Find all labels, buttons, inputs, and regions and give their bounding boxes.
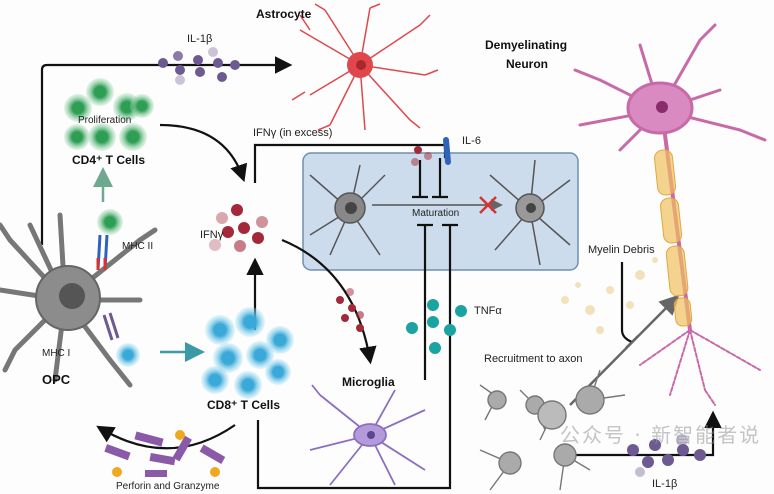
tnfa-label: TNFα — [474, 305, 502, 317]
recruitment-label: Recruitment to axon — [484, 353, 583, 365]
maturation-label: Maturation — [412, 208, 460, 219]
cd8-receptor-cell — [116, 343, 140, 367]
watermark: 公众号 · 新智能者说 — [560, 423, 762, 447]
myelin-debris-label: Myelin Debris — [588, 244, 655, 256]
cd4-receptor-cell — [97, 209, 123, 235]
mhc2-label: MHC II — [122, 241, 154, 252]
il1b-molecules — [158, 47, 240, 85]
recruited-microglia — [479, 369, 626, 491]
maturation-box — [302, 152, 579, 271]
opc-cell — [0, 212, 158, 388]
mature-oligodendrocyte-cell — [489, 159, 571, 266]
neuron-label: Neuron — [506, 57, 548, 71]
myelin-debris — [561, 257, 658, 334]
astrocyte-label: Astrocyte — [256, 7, 312, 21]
astrocyte-cell — [291, 3, 439, 131]
cd8-t-cells — [201, 307, 294, 399]
demyelinating-neuron — [573, 23, 767, 406]
ifng-molecules — [209, 146, 432, 332]
blocked-x-icon — [479, 196, 497, 214]
pathway-lines — [40, 56, 722, 490]
ifng-excess-label: IFNγ (in excess) — [253, 127, 333, 139]
cd4-label: CD4⁺ T Cells — [72, 153, 146, 167]
proliferation-label: Proliferation — [78, 115, 132, 126]
il6-label: IL-6 — [462, 135, 481, 147]
microglia-cell — [309, 384, 426, 486]
microglia-label: Microglia — [342, 375, 395, 389]
opc-label: OPC — [42, 372, 71, 387]
myelin-sheath — [654, 149, 693, 327]
mhc1-label: MHC I — [42, 348, 71, 359]
ifng-label: IFNγ — [200, 229, 224, 241]
il1b-bottom-label: IL-1β — [652, 478, 678, 490]
il6-molecule — [443, 137, 451, 165]
perforin-granzyme-label: Perforin and Granzyme — [116, 481, 220, 492]
cd8-label: CD8⁺ T Cells — [207, 398, 281, 412]
demyelinating-label: Demyelinating — [485, 38, 568, 52]
immature-opc-cell — [309, 164, 386, 256]
perforin-granzyme — [104, 430, 226, 477]
il1b-top-label: IL-1β — [187, 33, 213, 45]
tnfa-molecules — [406, 299, 467, 354]
cd4-t-cells — [64, 78, 154, 151]
il1b-molecules-bottom — [627, 434, 706, 477]
